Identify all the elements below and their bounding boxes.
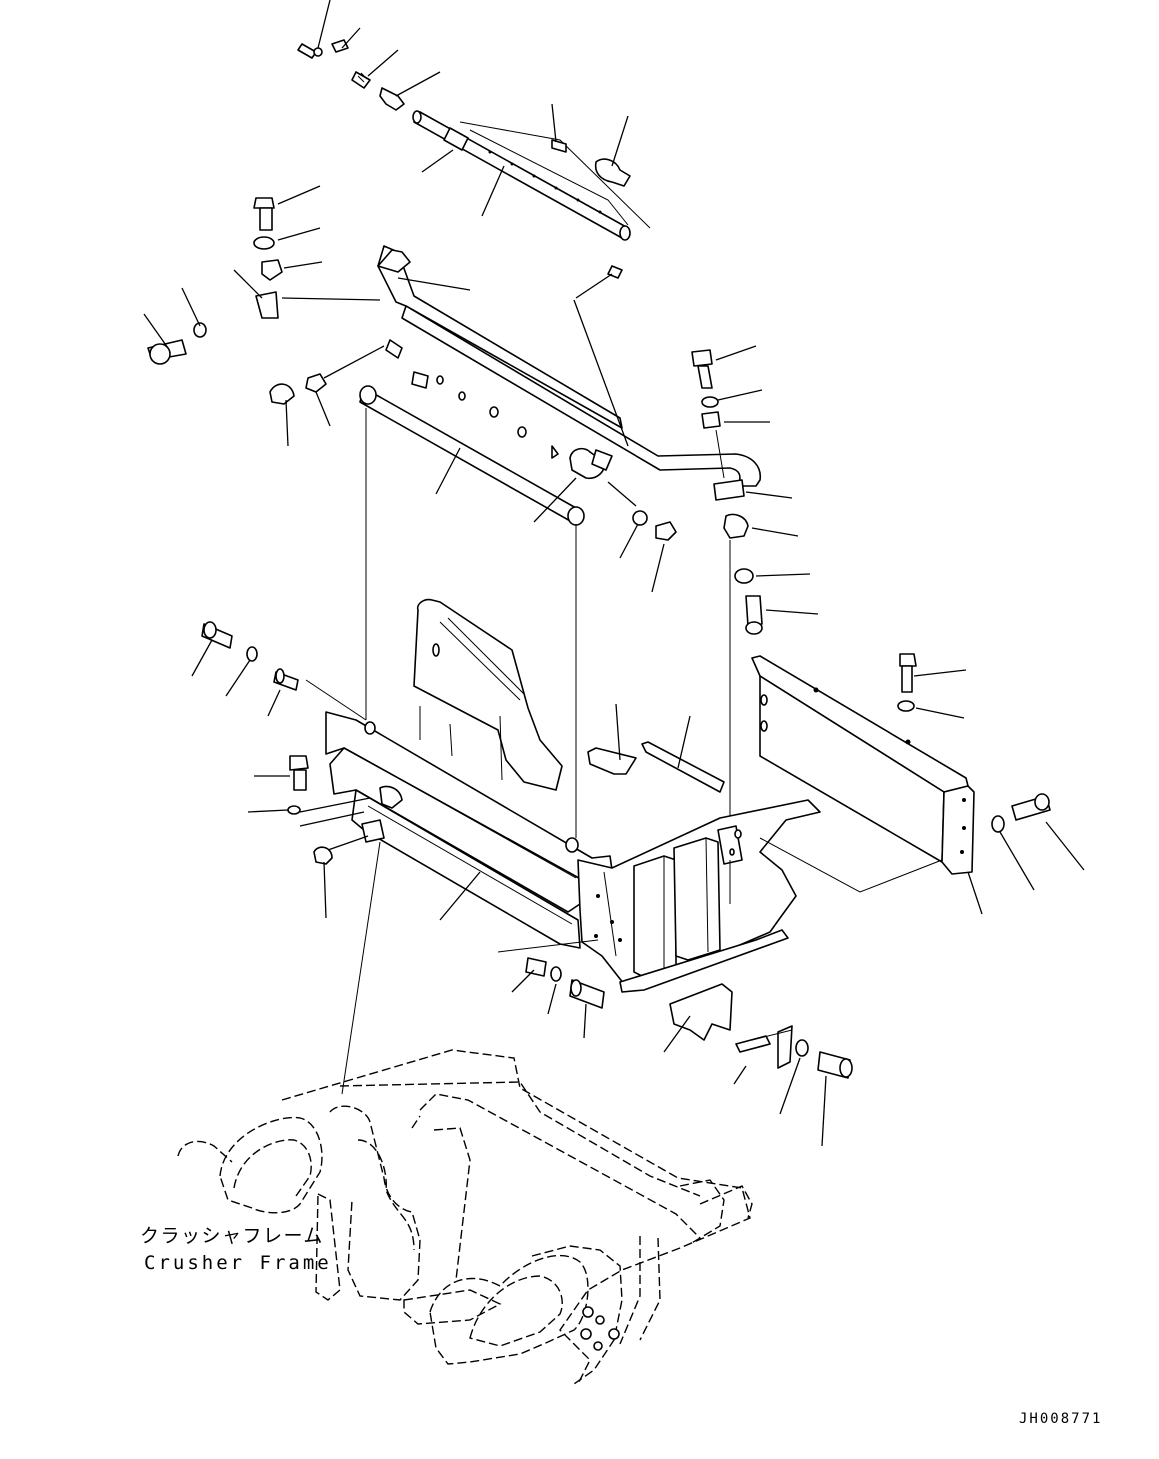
crusher-frame-outline <box>178 842 752 1384</box>
crusher-frame-label-en: Crusher Frame <box>144 1252 332 1274</box>
main-frame <box>326 408 974 992</box>
grab-bar-assembly <box>144 186 818 634</box>
drawing-number: JH008771 <box>1019 1411 1103 1427</box>
fastener-groups <box>192 622 1084 1146</box>
crusher-frame-label-jp: クラッシャフレーム <box>140 1225 324 1247</box>
top-rod-assembly <box>298 0 650 298</box>
